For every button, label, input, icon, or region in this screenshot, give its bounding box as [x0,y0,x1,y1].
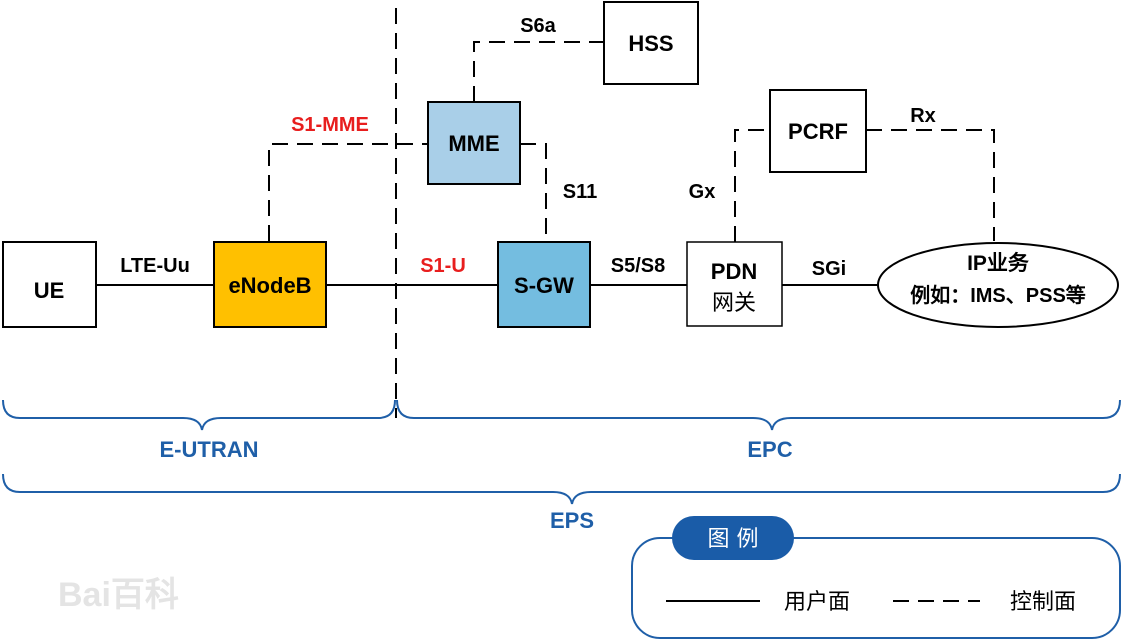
iface-gx: Gx [689,181,716,203]
domain-epc-label: EPC [747,437,792,462]
iface-sgi: SGi [812,258,846,280]
iface-lte-uu: LTE-Uu [120,255,190,277]
node-sgw-label: S-GW [514,273,574,298]
domain-eps-label: EPS [550,508,594,533]
iface-s6a: S6a [520,15,556,37]
legend-user-plane: 用户面 [784,590,850,615]
legend-title-badge [672,516,794,560]
node-pdn-label-line1: PDN [711,259,757,284]
node-mme[interactable]: MME [427,101,521,185]
link-mme-hss [473,41,604,102]
legend: 图 例 用户面 控制面 [631,516,1121,639]
node-pcrf[interactable]: PCRF [769,89,867,173]
domain-eutran-label: E-UTRAN [160,437,259,462]
legend-title: 图 例 [708,527,759,552]
node-ue-label: UE [34,278,65,303]
node-ip-services[interactable]: IP业务 例如：IMS、PSS等 [877,242,1119,328]
link-pdn-pcrf [734,129,770,242]
node-hss-label: HSS [628,31,673,56]
iface-s11: S11 [563,181,597,203]
watermark: Bai百科 [58,576,179,614]
link-enodeb-mme [268,143,428,241]
node-mme-label: MME [448,131,499,156]
iface-rx: Rx [910,105,936,127]
node-hss[interactable]: HSS [603,1,699,85]
iface-s5-s8: S5/S8 [611,255,665,277]
link-pcrf-ip [866,129,995,241]
node-pdn-label-line2: 网关 [712,291,756,316]
iface-s1-mme: S1-MME [291,114,369,136]
node-ip-label-line2: 例如：IMS、PSS等 [910,283,1086,307]
brace-eutran [2,399,396,431]
brace-eps [2,473,1121,505]
node-pcrf-label: PCRF [788,119,848,144]
node-pdn-gateway[interactable]: PDN 网关 [686,241,783,327]
node-enodeb[interactable]: eNodeB [213,241,327,328]
node-sgw[interactable]: S-GW [497,241,591,328]
iface-s1-u: S1-U [420,255,466,277]
link-mme-sgw [520,143,547,241]
node-ue[interactable]: UE [2,241,97,328]
node-ip-label-line1: IP业务 [967,251,1030,275]
legend-control-plane: 控制面 [1010,590,1076,615]
brace-epc [396,399,1121,431]
node-enodeb-label: eNodeB [228,273,311,298]
